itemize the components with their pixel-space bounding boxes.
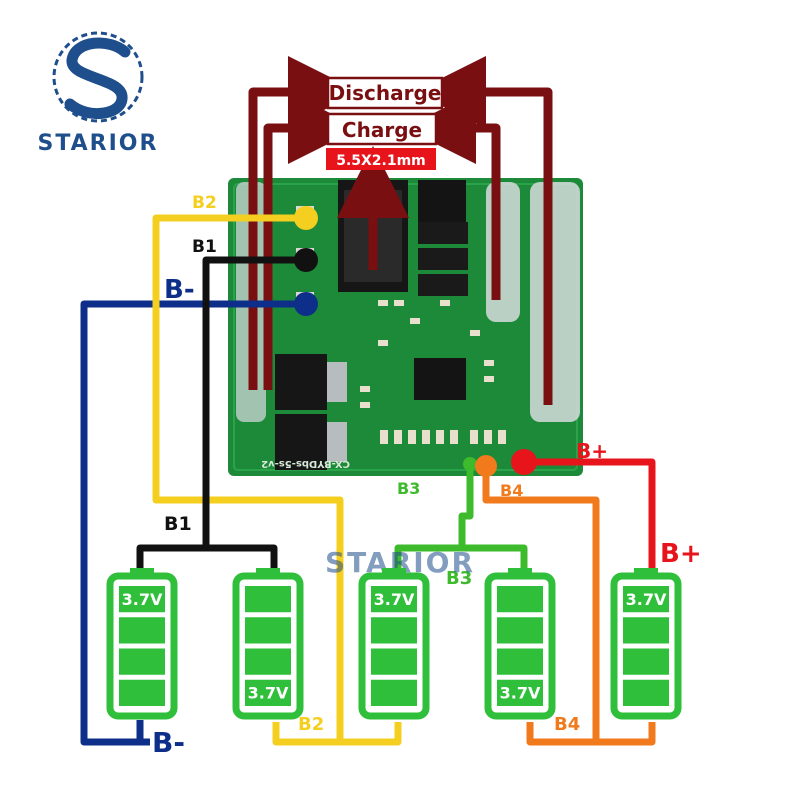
- b2-bottom-label: B2: [298, 714, 324, 735]
- logo-s-mark: [64, 37, 131, 120]
- battery-cell-voltage: 3.7V: [626, 590, 667, 609]
- mosfet-1: [275, 354, 327, 410]
- b1-bottom-label: B1: [164, 513, 192, 535]
- battery-cell: 3.7V: [232, 568, 304, 720]
- b3-bottom-label: B3: [446, 568, 472, 589]
- battery-cell-segment: [623, 648, 669, 675]
- controller-ic: [414, 358, 466, 400]
- discharge-label: Discharge: [329, 81, 442, 105]
- b-minus-bottom-label: B-: [152, 726, 185, 759]
- b-minus-top-label: B-: [164, 275, 195, 305]
- smd-resistors: [360, 300, 506, 444]
- b1-terminal: [294, 248, 318, 272]
- battery-cell-segment: [497, 586, 543, 613]
- battery-cell-segment: [371, 586, 417, 613]
- battery-cell-segment: [119, 648, 165, 675]
- battery-cell-segment: [119, 617, 165, 644]
- battery-cell-segment: [623, 586, 669, 613]
- mosfet-1-tab: [327, 362, 347, 402]
- battery-cell-segment: [623, 679, 669, 706]
- b1-cell-link: [136, 544, 278, 572]
- b3-terminal: [463, 457, 477, 471]
- battery-cell: 3.7V: [358, 568, 430, 720]
- b3-mid-label: B3: [397, 479, 420, 498]
- b4-cell-link: [596, 722, 656, 746]
- b4-wire: [482, 466, 600, 746]
- b2-terminal: [294, 206, 318, 230]
- battery-cell: 3.7V: [610, 568, 682, 720]
- battery-cell-segment: [371, 648, 417, 675]
- battery-cell: 3.7V: [106, 568, 178, 720]
- b-minus-wire: [80, 300, 304, 746]
- diode-3: [418, 274, 468, 296]
- battery-cell-segment: [497, 679, 543, 706]
- battery-cell-segment: [245, 586, 291, 613]
- diode-1: [418, 222, 468, 244]
- battery-cell-segment: [371, 617, 417, 644]
- dc-jack-label: 5.5X2.1mm: [336, 153, 426, 169]
- b1-top-label: B1: [192, 237, 217, 257]
- b2-wire: [152, 214, 344, 746]
- battery-cell-segment: [119, 586, 165, 613]
- pcb-board: CX-BYDbs-5s-v2: [228, 178, 583, 476]
- brand-logo: STARIOR: [38, 31, 159, 156]
- b-plus-right-label: B+: [576, 439, 608, 463]
- battery-cell-segment: [119, 679, 165, 706]
- battery-cell-segment: [623, 617, 669, 644]
- b-plus-wire: [524, 458, 656, 572]
- b-plus-terminal: [511, 449, 537, 475]
- b-minus-terminal: [294, 292, 318, 316]
- pcb-marking: CX-BYDbs-5s-v2: [261, 458, 350, 469]
- battery-cell-segment: [371, 679, 417, 706]
- battery-cell-voltage: 3.7V: [122, 590, 163, 609]
- b1-wire: [202, 256, 304, 548]
- charge-label: Charge: [342, 118, 422, 142]
- discharge-contact-slot: [486, 182, 520, 322]
- battery-cell-segment: [245, 679, 291, 706]
- battery-cell-segment: [497, 617, 543, 644]
- ic-chip: [418, 180, 466, 222]
- b3-cell-link: [394, 544, 528, 572]
- charge-label-box: Charge: [326, 112, 438, 146]
- b4-mid-label: B4: [500, 481, 523, 500]
- b2-cell-link: [340, 722, 402, 746]
- brand-name: STARIOR: [38, 131, 159, 156]
- b-plus-bottom-label: B+: [660, 539, 702, 569]
- logo-ring: [52, 31, 144, 123]
- battery-cell-voltage: 3.7V: [374, 590, 415, 609]
- main-contact-slot: [530, 182, 580, 422]
- dc-jack-label-box: 5.5X2.1mm: [326, 148, 436, 170]
- battery-cell: 3.7V: [484, 568, 556, 720]
- battery-cell-segment: [497, 648, 543, 675]
- battery-cells: 3.7V 3.7V 3.7V 3.7V 3.7V: [106, 568, 682, 720]
- discharge-label-box: Discharge: [326, 76, 444, 110]
- b4-bottom-label: B4: [554, 714, 580, 735]
- battery-cell-segment: [245, 648, 291, 675]
- b2-top-label: B2: [192, 193, 217, 213]
- b3-wire: [458, 464, 474, 548]
- mosfet-2: [275, 414, 327, 470]
- diode-2: [418, 248, 468, 270]
- b4-terminal: [475, 455, 497, 477]
- battery-cell-segment: [245, 617, 291, 644]
- battery-cell-voltage: 3.7V: [500, 684, 541, 703]
- mosfet-2-tab: [327, 422, 347, 462]
- battery-cell-voltage: 3.7V: [248, 684, 289, 703]
